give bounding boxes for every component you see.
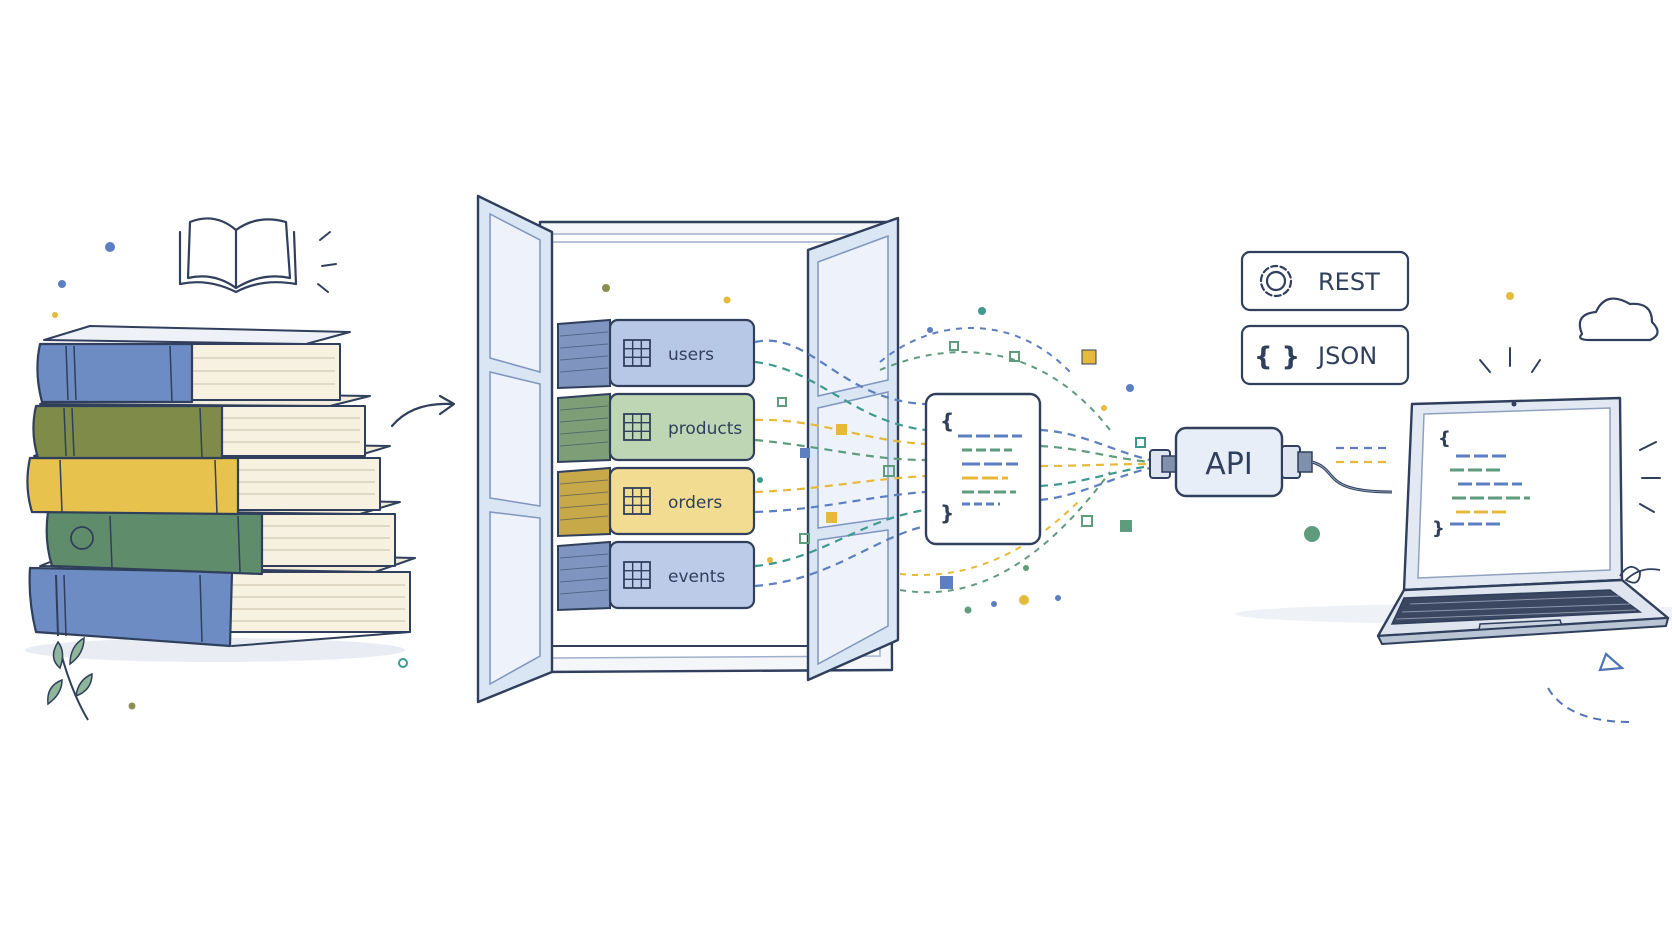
data-stream-top <box>879 327 1111 594</box>
data-stream-right <box>1039 428 1151 502</box>
json-label: JSON <box>1316 342 1377 370</box>
curl-doodle <box>1619 566 1661 584</box>
dot-yellow <box>1506 292 1514 300</box>
table-block-users: users <box>557 318 756 390</box>
arrow-icon <box>390 394 456 428</box>
table-block-orders: orders <box>557 466 756 538</box>
leaf-sprig-icon <box>47 636 93 721</box>
sparkle-lines-book <box>317 231 337 293</box>
table-grid-icon <box>623 561 651 589</box>
rest-label: REST <box>1318 268 1380 296</box>
doc-brace-open: { <box>940 409 954 433</box>
json-braces-icon: { } <box>1254 342 1300 372</box>
book-blue-top <box>36 325 351 404</box>
dashed-arc <box>1547 687 1631 723</box>
sparkle-lines-laptop <box>1479 347 1661 513</box>
data-packets <box>757 307 1320 614</box>
table-label-products: products <box>668 419 742 439</box>
laptop-brace-close: } <box>1432 518 1445 539</box>
book-stack <box>25 325 416 662</box>
table-block-products: products <box>557 392 756 464</box>
table-label-orders: orders <box>668 493 722 513</box>
laptop: { } <box>1235 396 1672 645</box>
database-tables: users products orders events <box>557 318 756 612</box>
table-grid-icon <box>623 487 651 515</box>
decorative-dots-left <box>52 242 408 710</box>
laptop-brace-open: { <box>1438 428 1451 449</box>
table-label-users: users <box>668 345 714 365</box>
data-stream-left <box>754 339 926 588</box>
table-grid-icon <box>623 413 651 441</box>
json-document: { } <box>924 392 1042 546</box>
book-stack-shadow <box>25 638 405 662</box>
table-block-events: events <box>557 540 756 612</box>
api-label: API <box>1205 447 1252 482</box>
api-connector: API <box>1149 426 1393 498</box>
json-badge: { } JSON <box>1240 324 1410 386</box>
table-grid-icon <box>623 339 651 367</box>
rest-badge: REST <box>1240 250 1410 312</box>
cloud-icon <box>1578 297 1659 342</box>
gear-icon <box>1259 264 1293 298</box>
table-label-events: events <box>668 567 725 587</box>
triangle-icon <box>1598 652 1625 672</box>
doc-brace-close: } <box>940 501 954 525</box>
open-book-icon <box>178 217 298 294</box>
